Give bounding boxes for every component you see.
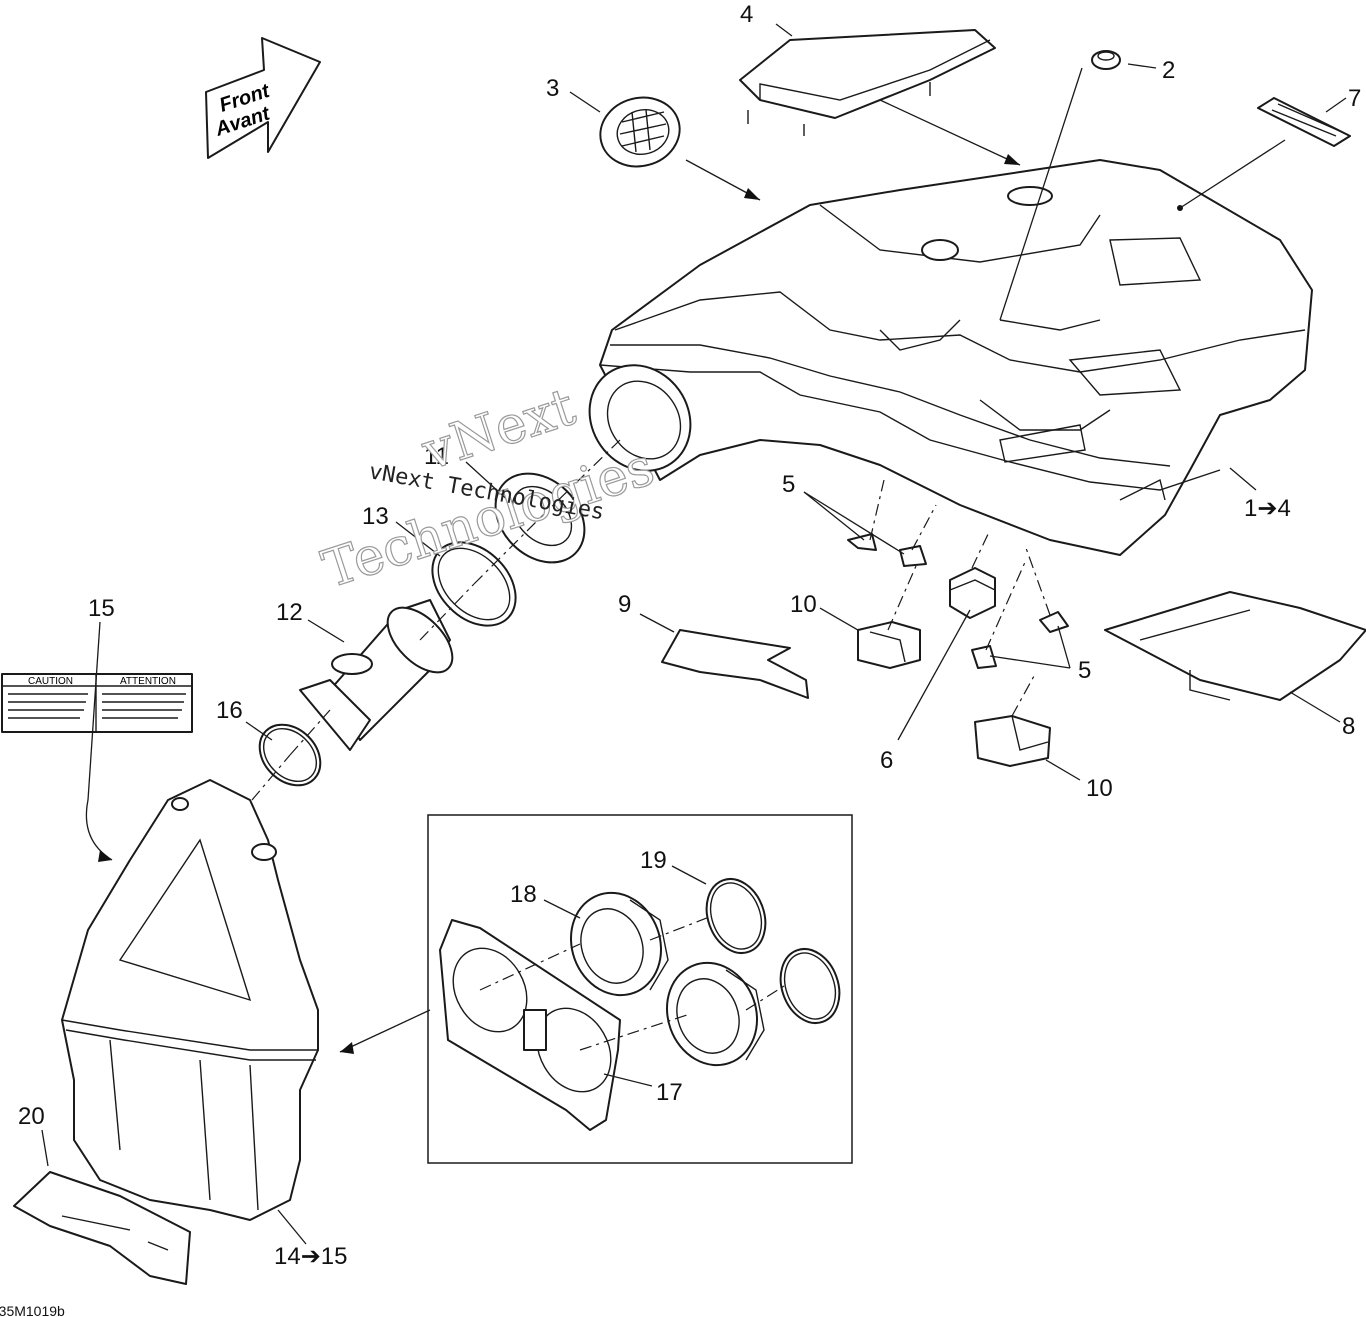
part-3-inlet-grid bbox=[599, 96, 681, 168]
callout-8: 8 bbox=[1342, 713, 1355, 740]
callout-9: 9 bbox=[618, 591, 631, 618]
callout-15: 15 bbox=[88, 595, 115, 622]
callout-5-upper: 5 bbox=[782, 471, 795, 498]
callout-labels: 4 2 3 7 1➔4 5 11 13 9 10 15 12 5 8 16 6 … bbox=[18, 1, 1361, 1270]
part-18-adapter-lower bbox=[665, 961, 765, 1067]
attention-label: ATTENTION bbox=[120, 676, 176, 687]
part-19-clamp-upper bbox=[705, 878, 767, 954]
callout-14-15: 14➔15 bbox=[274, 1243, 348, 1270]
arrowheads bbox=[98, 154, 1020, 1054]
part-17-adapter-plate bbox=[439, 919, 621, 1131]
caution-label: CAUTION bbox=[28, 676, 73, 687]
part-20-pad bbox=[13, 1171, 191, 1285]
callout-19: 19 bbox=[640, 847, 667, 874]
callout-12: 12 bbox=[276, 599, 303, 626]
part-4-cover bbox=[739, 29, 996, 136]
callout-2: 2 bbox=[1162, 57, 1175, 84]
air-silencer-body bbox=[588, 159, 1313, 556]
callout-16: 16 bbox=[216, 697, 243, 724]
callout-4: 4 bbox=[740, 1, 753, 28]
part-18-adapter-upper bbox=[569, 891, 669, 997]
callout-10-lower: 10 bbox=[1086, 775, 1113, 802]
callout-17: 17 bbox=[656, 1079, 683, 1106]
part-2-grommet bbox=[1091, 50, 1121, 70]
leader-lines bbox=[41, 23, 1347, 1245]
callout-3: 3 bbox=[546, 75, 559, 102]
part-19-clamp-lower bbox=[779, 948, 841, 1024]
callout-6: 6 bbox=[880, 747, 893, 774]
callout-5-lower: 5 bbox=[1078, 657, 1091, 684]
part-7-decal bbox=[1257, 97, 1351, 147]
callout-10-upper: 10 bbox=[790, 591, 817, 618]
part-9-shield bbox=[661, 629, 809, 699]
callout-18: 18 bbox=[510, 881, 537, 908]
callout-7: 7 bbox=[1348, 85, 1361, 112]
lower-air-box bbox=[61, 779, 319, 1221]
callout-1-4: 1➔4 bbox=[1244, 495, 1291, 522]
part-15-caution-decal: CAUTION ATTENTION bbox=[1, 673, 193, 733]
callout-13: 13 bbox=[362, 503, 389, 530]
figure-code: r35M1019b bbox=[0, 1303, 65, 1317]
part-6-duct bbox=[949, 567, 996, 619]
callout-20: 20 bbox=[18, 1103, 45, 1130]
callout-11: 11 bbox=[424, 443, 449, 470]
detail-inset-box bbox=[427, 814, 853, 1164]
part-10-duct-lower bbox=[974, 715, 1051, 767]
front-direction-arrow: Front Avant bbox=[205, 37, 321, 159]
part-8-plate bbox=[1104, 591, 1366, 701]
